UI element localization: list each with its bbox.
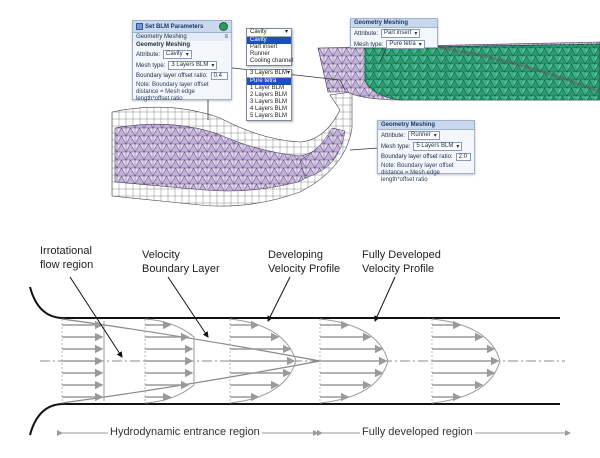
part-insert-mesh-select[interactable]: Pure tetra▾ xyxy=(386,40,425,49)
attribute-select[interactable]: Cavity▾ xyxy=(163,50,192,59)
pipe-bottom-wall xyxy=(29,403,560,436)
profile-3-envelope xyxy=(229,318,297,404)
label-fully-developed: Fully Developed Velocity Profile xyxy=(362,249,441,275)
label-developing: Developing Velocity Profile xyxy=(268,249,341,275)
mesh-dropdown-current[interactable]: 3 Layers BLM▾ xyxy=(247,70,291,78)
attribute-select-value: Cavity xyxy=(166,51,183,57)
section-geometry-meshing[interactable]: Geometry Meshing ≡ xyxy=(133,33,231,41)
part-insert-attribute-value: Part insert xyxy=(384,30,412,36)
chevron-down-icon: ▾ xyxy=(414,31,418,37)
runner-mesh-select[interactable]: 5 Layers BLM▾ xyxy=(413,142,463,151)
mesh-type-select-value: 3 Layers BLM xyxy=(171,62,209,68)
blm-dialog-title: Set BLM Parameters xyxy=(145,23,204,30)
chevron-down-icon: ▾ xyxy=(287,70,291,76)
offset-label: Boundary layer offset ratio: xyxy=(136,73,208,79)
attribute-label: Attribute: xyxy=(381,132,406,139)
blm-dialog-title-bar: Set BLM Parameters xyxy=(133,21,231,33)
offset-note: Note: Boundary layer offset distance = M… xyxy=(136,82,209,102)
dropdown-option[interactable]: Cavity xyxy=(247,37,291,44)
dropdown-option[interactable]: Pure tetra xyxy=(247,78,291,85)
attribute-dropdown-current-value: Cavity xyxy=(250,29,267,35)
pointer-fully xyxy=(374,276,396,322)
attribute-dropdown[interactable]: Cavity ▾ Cavity Part insert Runner Coolin… xyxy=(246,28,294,66)
chevron-down-icon: ▾ xyxy=(456,144,460,150)
attribute-label: Attribute: xyxy=(136,51,161,58)
mesh-type-row: Mesh type: 3 Layers BLM▾ xyxy=(133,60,231,71)
flow-diagram xyxy=(29,276,571,436)
pointer-boundary xyxy=(167,276,209,338)
dropdown-option[interactable]: 4 Layers BLM xyxy=(250,106,288,112)
attribute-dropdown-current[interactable]: Cavity ▾ xyxy=(247,29,291,37)
pipe-top-wall xyxy=(29,286,560,319)
attribute-label: Attribute: xyxy=(354,30,379,37)
chevron-down-icon: ▾ xyxy=(433,133,437,139)
mesh-type-dropdown[interactable]: 3 Layers BLM▾ Pure tetra 1 Layer BLM 2 L… xyxy=(246,69,292,121)
runner-offset-note: Note: Boundary layer offset distance = M… xyxy=(381,163,454,183)
dropdown-option[interactable]: 1 Layer BLM xyxy=(250,85,285,91)
pointer-developing xyxy=(267,276,291,322)
mesh-dropdown-current-value: 3 Layers BLM xyxy=(250,70,288,76)
offset-input[interactable]: 0.4 xyxy=(210,72,228,80)
runner-attribute-value: Runner xyxy=(411,132,431,138)
dropdown-option[interactable]: Runner xyxy=(250,51,270,57)
velocity-profile-4 xyxy=(320,320,388,402)
part-insert-attribute-select[interactable]: Part insert▾ xyxy=(381,29,421,38)
dropdown-option[interactable]: 2 Layers BLM xyxy=(250,92,288,98)
chevron-down-icon: ▾ xyxy=(418,42,422,48)
part-insert-attribute-row: Attribute: Part insert▾ xyxy=(351,28,437,39)
part-insert-mesh-value: Pure tetra xyxy=(389,41,416,47)
mesh-illustration xyxy=(111,39,600,207)
chevron-down-icon: ▾ xyxy=(185,52,189,58)
runner-attribute-select[interactable]: Runner▾ xyxy=(408,131,440,140)
dropdown-option[interactable]: 5 Layers BLM xyxy=(250,113,288,119)
profile-5-envelope xyxy=(431,318,501,404)
attribute-row: Attribute: Cavity▾ xyxy=(133,49,231,60)
group-label: Geometry Meshing xyxy=(136,42,191,48)
velocity-profile-3 xyxy=(230,320,296,402)
runner-offset-row: Boundary layer offset ratio: 2.0 xyxy=(378,152,474,162)
runner-offset-input[interactable]: 2.0 xyxy=(455,153,471,161)
section-label: Geometry Meshing xyxy=(136,34,187,40)
runner-mesh-value: 5 Layers BLM xyxy=(416,143,454,149)
chevron-down-icon: ▾ xyxy=(284,29,288,35)
label-irrotational: Irrotational flow region xyxy=(40,245,94,271)
velocity-profile-5 xyxy=(432,320,500,402)
region-fully-developed: Fully developed region xyxy=(360,426,475,438)
blm-dialog-icon xyxy=(136,23,143,30)
confirm-icon[interactable] xyxy=(219,22,228,31)
runner-panel: Geometry Meshing Attribute: Runner▾ Mesh… xyxy=(377,120,475,183)
runner-group-label: Geometry Meshing xyxy=(378,121,474,130)
dropdown-option[interactable]: Cooling channel xyxy=(250,58,294,64)
part-insert-green xyxy=(364,43,600,101)
part-insert-group-label: Geometry Meshing xyxy=(351,19,437,28)
blm-parameters-dialog: Set BLM Parameters Geometry Meshing ≡ Ge… xyxy=(132,20,232,102)
velocity-profile-1 xyxy=(62,320,104,402)
offset-label: Boundary layer offset ratio: xyxy=(381,154,453,160)
mesh-type-select[interactable]: 3 Layers BLM▾ xyxy=(168,61,218,70)
mesh-type-label: Mesh type: xyxy=(354,41,384,48)
part-insert-mesh-row: Mesh type: Pure tetra▾ xyxy=(351,39,437,50)
velocity-profile-2 xyxy=(145,320,194,402)
mesh-type-label: Mesh type: xyxy=(136,62,166,69)
mesh-type-label: Mesh type: xyxy=(381,143,411,150)
region-hydrodynamic: Hydrodynamic entrance region xyxy=(108,426,262,438)
part-insert-panel: Geometry Meshing Attribute: Part insert▾… xyxy=(350,18,438,50)
chevron-down-icon: ▾ xyxy=(211,63,215,69)
collapse-icon[interactable]: ≡ xyxy=(224,34,228,40)
pointer-irrotational xyxy=(69,276,123,358)
dropdown-option[interactable]: 3 Layers BLM xyxy=(250,99,288,105)
offset-row: Boundary layer offset ratio: 0.4 xyxy=(133,71,231,81)
runner-mesh-row: Mesh type: 5 Layers BLM▾ xyxy=(378,141,474,152)
runner-attribute-row: Attribute: Runner▾ xyxy=(378,130,474,141)
profile-4-envelope xyxy=(319,318,389,404)
label-velocity-boundary: Velocity Boundary Layer xyxy=(142,249,220,275)
runner-mesh xyxy=(299,127,346,179)
profile-2-envelope xyxy=(144,318,195,404)
dropdown-option[interactable]: Part insert xyxy=(250,44,278,50)
